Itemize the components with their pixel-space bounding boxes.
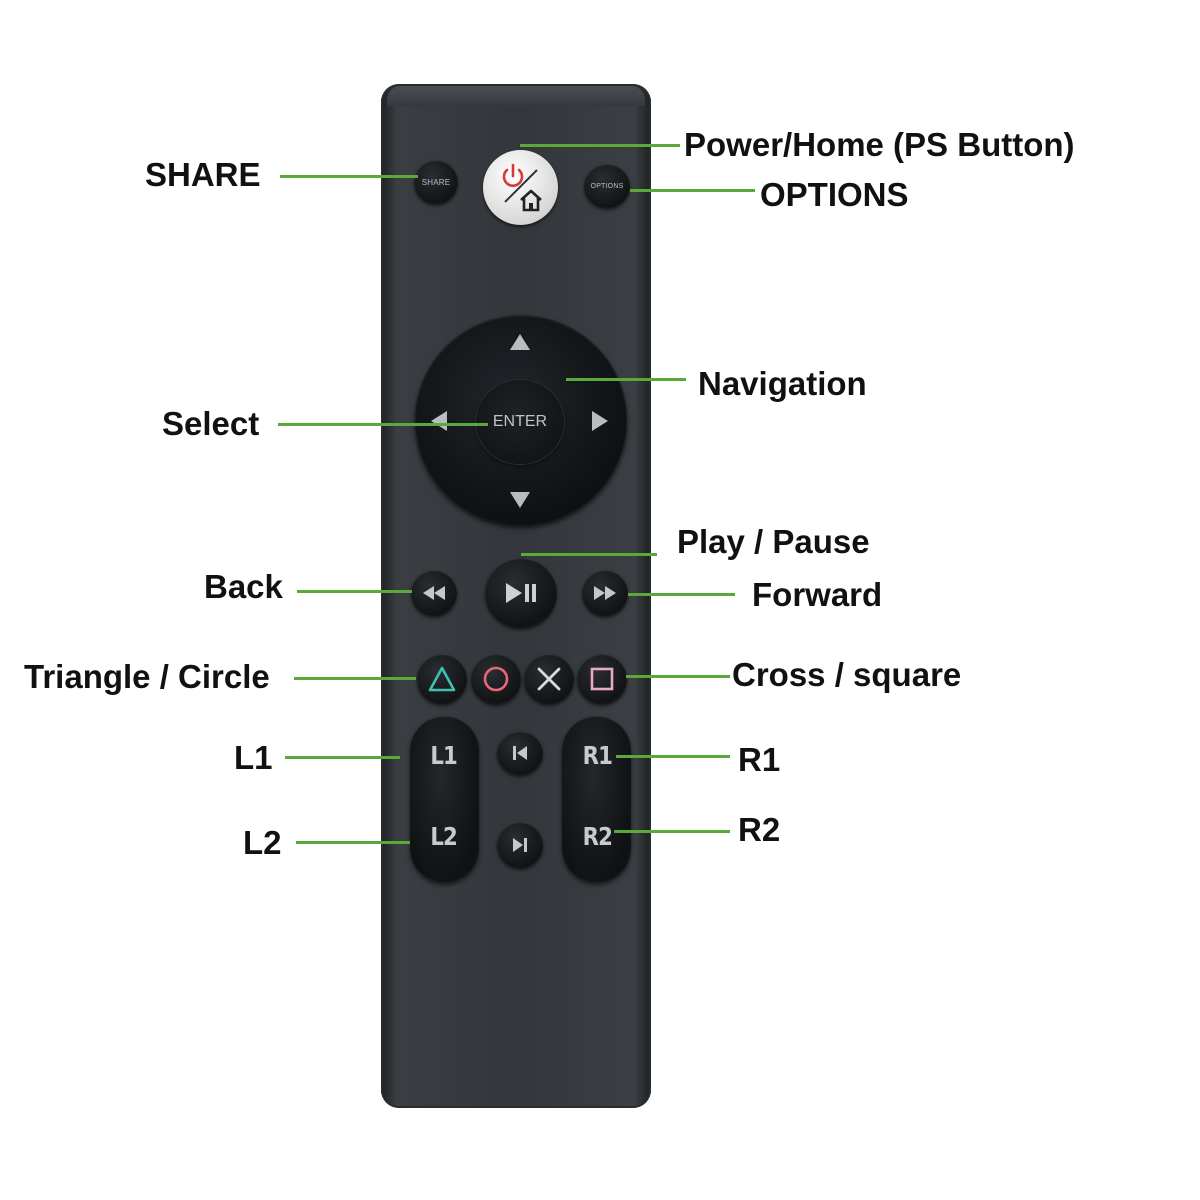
label-l2: L2 — [243, 824, 282, 861]
triangle-icon — [428, 666, 456, 692]
cross-icon — [537, 667, 561, 691]
label-back: Back — [204, 568, 283, 605]
callout-line-cross-square — [626, 675, 730, 678]
label-navigation: Navigation — [698, 365, 867, 402]
rewind-icon — [423, 586, 445, 600]
rewind-button[interactable] — [411, 570, 457, 616]
callout-line-play-pause — [521, 553, 657, 556]
arrow-down-icon[interactable] — [510, 492, 530, 508]
square-button[interactable] — [577, 654, 627, 704]
share-button[interactable]: SHARE — [414, 160, 458, 204]
callout-line-l2 — [296, 841, 410, 844]
callout-line-triangle-circle — [294, 677, 416, 680]
label-power-home: Power/Home (PS Button) — [684, 126, 1075, 163]
label-triangle-circle: Triangle / Circle — [24, 658, 270, 695]
skip-next-button[interactable] — [497, 822, 543, 868]
callout-line-r1 — [616, 755, 730, 758]
label-share: SHARE — [145, 156, 261, 193]
square-icon — [590, 667, 614, 691]
enter-button-text: ENTER — [492, 413, 548, 430]
share-button-text: SHARE — [421, 177, 451, 187]
play-pause-icon — [506, 583, 536, 603]
play-pause-button[interactable] — [485, 558, 557, 628]
label-r1: R1 — [738, 741, 781, 778]
skip-previous-icon — [513, 746, 527, 760]
callout-line-power-home — [520, 144, 680, 147]
triangle-button[interactable] — [417, 654, 467, 704]
home-icon — [519, 189, 542, 211]
callout-line-select — [278, 423, 488, 426]
r1-button[interactable]: R1 — [582, 741, 613, 770]
arrow-up-icon[interactable] — [510, 334, 530, 350]
callout-line-back — [297, 590, 412, 593]
label-options: OPTIONS — [760, 176, 909, 213]
remote-top-edge — [387, 86, 645, 106]
callout-line-r2 — [614, 830, 730, 833]
power-icon — [502, 163, 523, 187]
label-select: Select — [162, 405, 260, 442]
r1-r2-rocker — [562, 716, 631, 882]
callout-line-navigation — [566, 378, 686, 381]
callout-line-options — [630, 189, 755, 192]
callout-line-share — [280, 175, 418, 178]
l2-button[interactable]: L2 — [430, 822, 457, 851]
l1-l2-rocker — [410, 716, 479, 882]
skip-next-icon — [513, 838, 527, 852]
label-l1: L1 — [234, 739, 273, 776]
label-cross-square: Cross / square — [732, 656, 962, 693]
callout-line-l1 — [285, 756, 400, 759]
options-button-text: OPTIONS — [590, 182, 624, 190]
arrow-right-icon[interactable] — [592, 411, 608, 431]
label-forward: Forward — [752, 576, 883, 613]
skip-previous-button[interactable] — [497, 731, 543, 775]
power-home-button[interactable] — [483, 150, 558, 225]
enter-button[interactable]: ENTER — [476, 380, 564, 464]
l1-button[interactable]: L1 — [430, 741, 457, 770]
circle-icon — [483, 666, 509, 692]
circle-button[interactable] — [471, 654, 521, 704]
label-r2: R2 — [738, 811, 781, 848]
arrow-left-icon[interactable] — [431, 411, 447, 431]
callout-line-forward — [628, 593, 735, 596]
fast-forward-icon — [594, 586, 616, 600]
options-button[interactable]: OPTIONS — [584, 164, 630, 208]
r2-button[interactable]: R2 — [582, 822, 613, 851]
power-home-icon — [502, 163, 542, 211]
cross-button[interactable] — [524, 654, 574, 704]
label-play-pause: Play / Pause — [677, 523, 870, 560]
fast-forward-button[interactable] — [582, 570, 628, 616]
